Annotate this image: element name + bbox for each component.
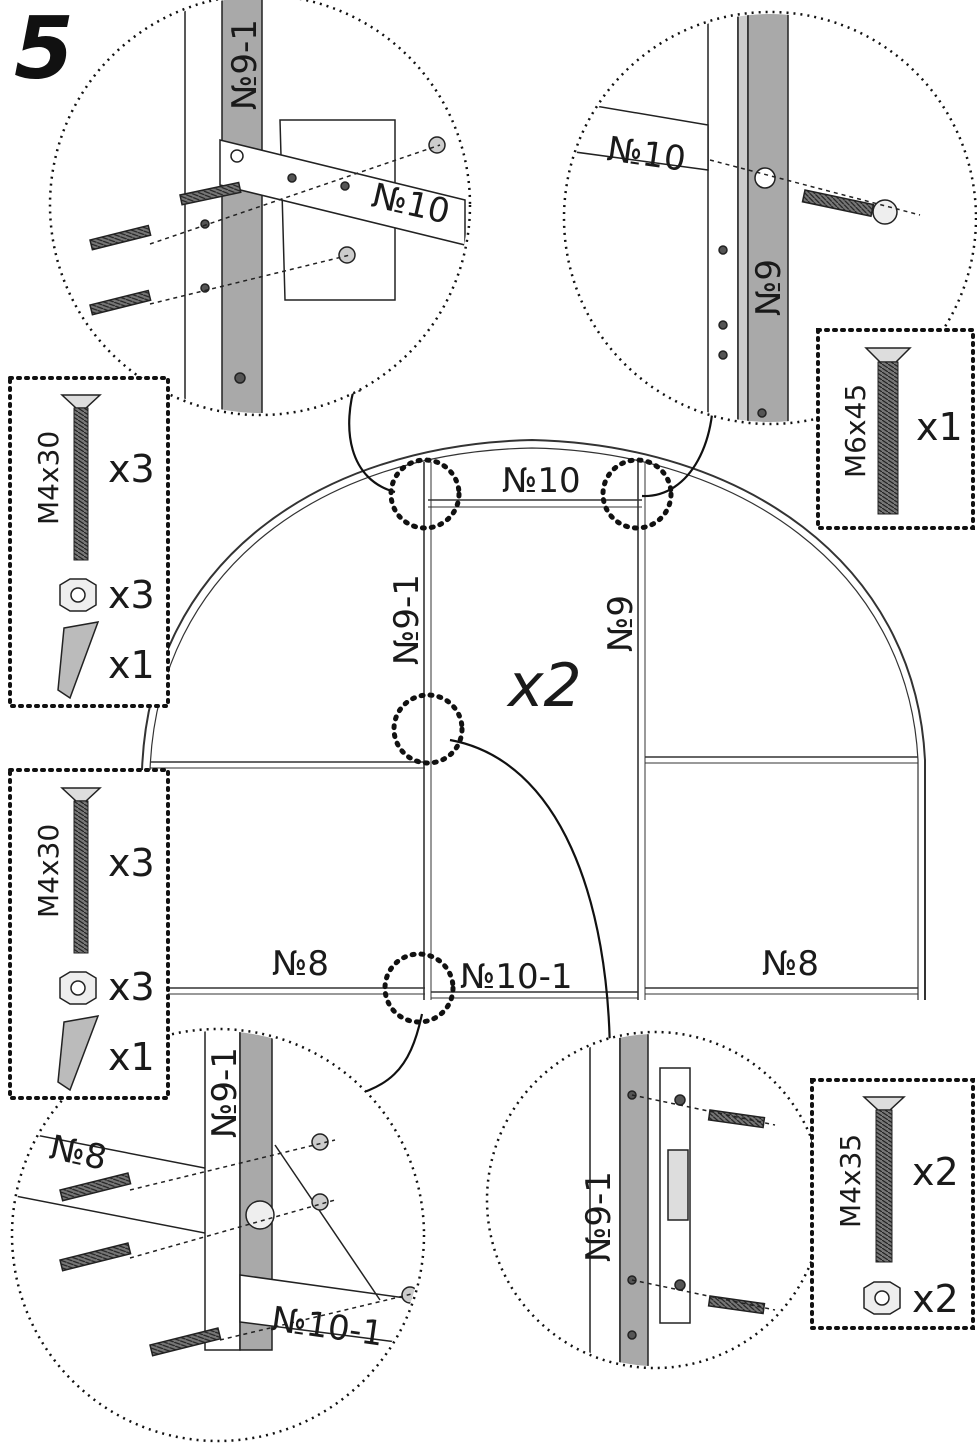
label-10: №10	[502, 461, 581, 501]
detail-top-right: №10 №9	[562, 10, 977, 426]
bolt-icon	[864, 347, 912, 515]
label-8-left: №8	[272, 944, 329, 984]
nut-icon	[59, 578, 97, 612]
nut-icon	[863, 1281, 901, 1315]
bolt-qty: x1	[916, 405, 963, 449]
plate-icon	[57, 621, 100, 700]
bolt-icon	[60, 394, 102, 561]
callout-top-right	[600, 457, 674, 531]
arch-outer	[141, 438, 926, 1000]
label-9: №9	[601, 595, 641, 652]
bolt-icon	[60, 787, 102, 954]
bolt-size-label: M4x35	[834, 1134, 867, 1228]
nut-icon	[59, 971, 97, 1005]
label-8-right: №8	[762, 944, 819, 984]
label-10-1: №10-1	[460, 957, 573, 997]
nut-qty: x3	[108, 573, 155, 617]
bolt-qty: x3	[108, 841, 155, 885]
callout-bottom	[382, 951, 456, 1025]
detail-br-label-9-1: №9-1	[579, 1171, 619, 1262]
callout-mid	[391, 692, 465, 766]
detail-top-left: №9-1 №10	[48, 0, 472, 417]
nut-qty: x2	[912, 1277, 959, 1321]
hardware-box-top-left: M4x30 x3 x3 x1	[8, 376, 170, 708]
hardware-box-right-top: M6x45 x1	[816, 328, 975, 530]
plate-qty: x1	[108, 643, 155, 687]
hardware-box-mid-left: M4x30 x3 x3 x1	[8, 768, 170, 1100]
bolt-size-label: M4x30	[32, 431, 65, 525]
detail-tr-label-9: №9	[749, 259, 789, 316]
label-9-1: №9-1	[387, 574, 427, 665]
detail-tl-label-9-1: №9-1	[225, 19, 265, 110]
detail-bottom-right: №9-1	[485, 1030, 825, 1370]
bolt-size-label: M6x45	[839, 384, 872, 478]
hardware-box-right-bottom: M4x35 x2 x2	[810, 1078, 975, 1330]
multiplier: x2	[506, 651, 582, 721]
bolt-icon	[862, 1096, 906, 1263]
main-frame	[141, 438, 926, 1000]
bolt-qty: x2	[912, 1150, 959, 1194]
nut-qty: x3	[108, 965, 155, 1009]
plate-icon	[57, 1015, 100, 1092]
arrow-mid	[449, 738, 618, 1066]
plate-qty: x1	[108, 1035, 155, 1079]
bolt-qty: x3	[108, 447, 155, 491]
arrow-top-left	[345, 375, 396, 494]
arch-inner	[149, 447, 919, 1000]
detail-bl-label-9-1: №9-1	[205, 1047, 245, 1138]
detail-bottom-left: №8 №9-1 №10-1	[10, 1027, 426, 1443]
callout-top-left	[388, 457, 462, 531]
step-number: 5	[14, 0, 74, 99]
bolt-size-label: M4x30	[32, 824, 65, 918]
